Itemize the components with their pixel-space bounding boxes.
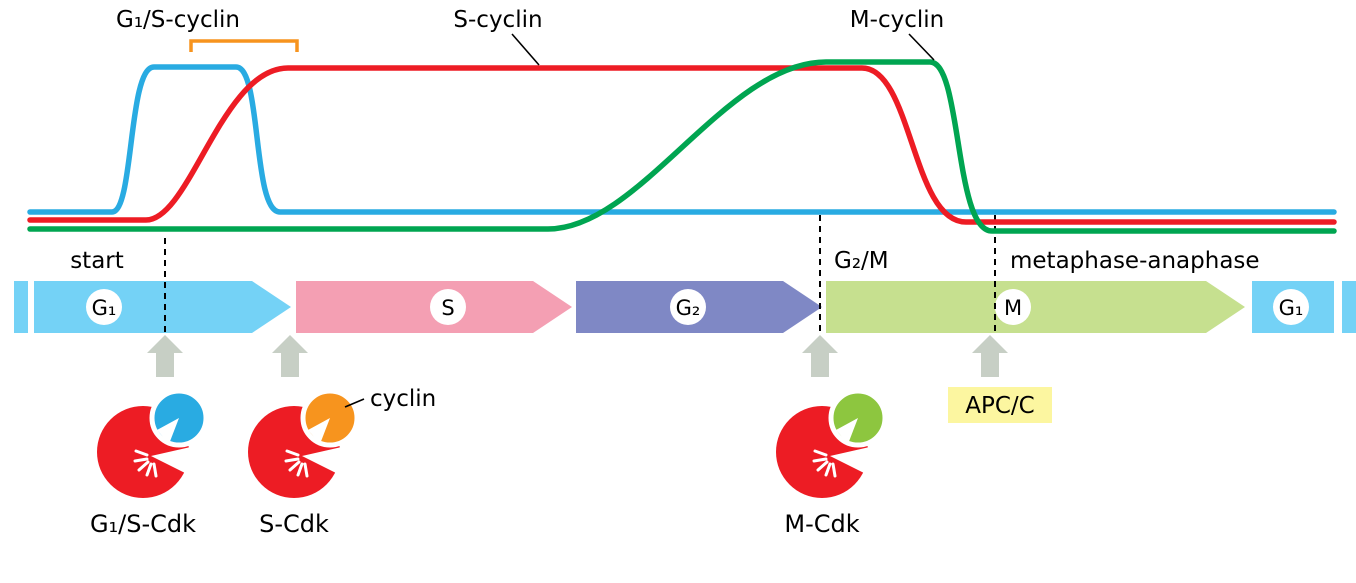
- cyclin-level-curves: [27, 59, 1337, 234]
- m-cdk-complex: [774, 388, 888, 500]
- g1s-cyclin-label: G₁/S-cyclin: [116, 7, 240, 33]
- phase-bar-left-sliver: [14, 281, 28, 333]
- m-cyclin-label: M-cyclin: [850, 7, 944, 33]
- phase-bar-right-sliver: [1342, 281, 1356, 333]
- phase-circle-m: [995, 289, 1031, 325]
- s-cdk-label: S-Cdk: [259, 510, 329, 538]
- activation-arrow-start: [147, 335, 183, 377]
- m-cdk-label: M-Cdk: [784, 510, 859, 538]
- g1s-cdk-complex: [95, 388, 209, 500]
- phase-label-g1-start: G₁: [92, 296, 117, 320]
- curve-labels: G₁/S-cyclin S-cyclin M-cyclin: [116, 7, 944, 66]
- phase-circle-g1-start: [86, 289, 122, 325]
- activation-arrow-apcc: [972, 335, 1008, 377]
- phase-circle-s: [430, 289, 466, 325]
- g1s-cyclin-curve: [27, 64, 1337, 215]
- s-cyclin-curve: [27, 65, 1337, 225]
- apcc-box: [948, 387, 1052, 423]
- s-cdk-complex: [246, 388, 360, 500]
- phase-label-s: S: [441, 296, 454, 320]
- apcc-label: APC/C: [965, 393, 1034, 419]
- phase-circle-g2: [670, 289, 706, 325]
- activation-arrow-g1s: [272, 335, 308, 377]
- start-label: start: [70, 248, 124, 274]
- s-cyclin-label: S-cyclin: [453, 7, 542, 33]
- phase-label-g2: G₂: [676, 296, 701, 320]
- activation-arrow-g2m: [802, 335, 838, 377]
- phase-label-m: M: [1004, 296, 1022, 320]
- s-cyclin-leader-line: [511, 33, 540, 66]
- cyclin-ball-notch: [308, 418, 330, 444]
- checkpoints: start G₂/M metaphase-anaphase: [70, 215, 1260, 336]
- cyclin-leader-line: [344, 398, 365, 408]
- phase-bar: G₁ S G₂ M G₁: [14, 281, 1356, 333]
- phase-arrow-g1: [34, 281, 291, 333]
- g2m-label: G₂/M: [834, 248, 889, 274]
- phase-label-g1-end: G₁: [1279, 296, 1304, 320]
- m-cyclin-leader-line: [908, 33, 935, 61]
- phase-circle-g1-end: [1273, 289, 1309, 325]
- cyclin-ball-notch: [836, 418, 858, 444]
- activation-arrows: [147, 335, 1008, 377]
- g1s-range-bracket: [189, 39, 299, 52]
- cyclin-ball-notch: [157, 418, 179, 444]
- phase-arrow-m: [826, 281, 1245, 333]
- metaphase-anaphase-label: metaphase-anaphase: [1010, 248, 1260, 274]
- m-cyclin-curve: [27, 59, 1337, 234]
- cyclin-annotation-label: cyclin: [370, 386, 436, 412]
- g1s-cdk-label: G₁/S-Cdk: [90, 510, 196, 538]
